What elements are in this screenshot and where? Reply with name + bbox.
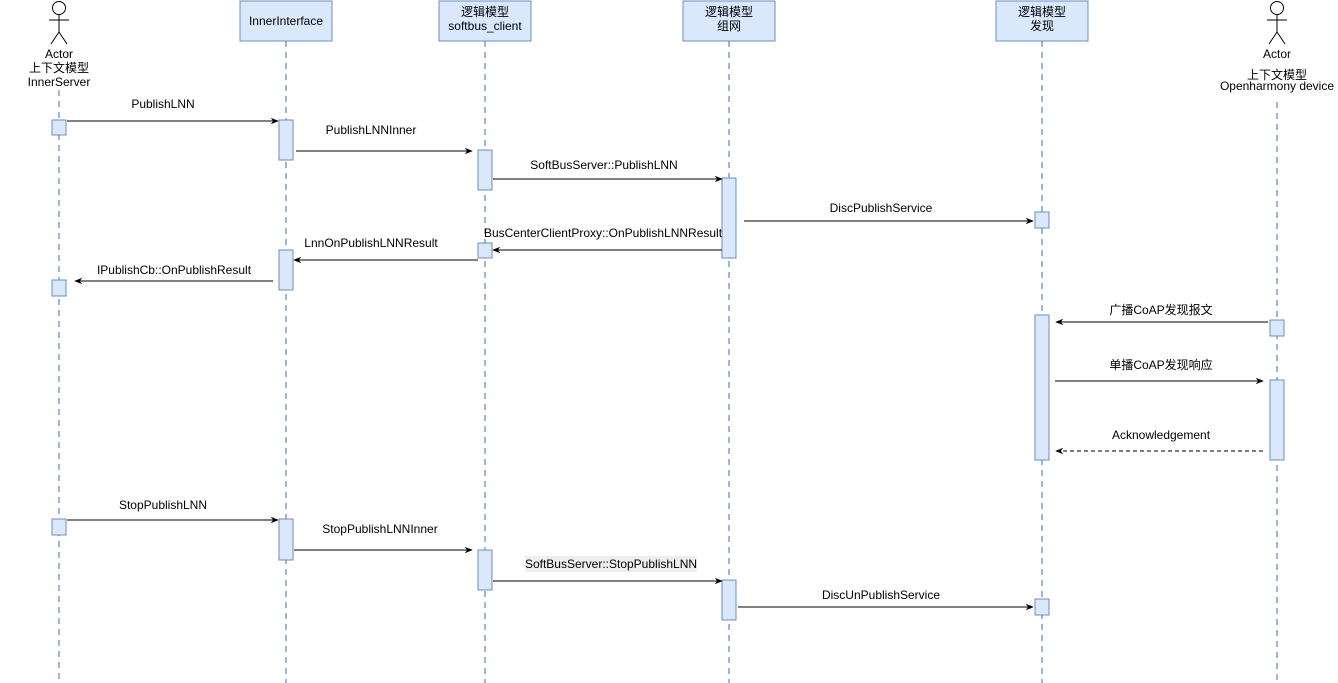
message-label: 单播CoAP发现响应	[1109, 357, 1212, 372]
message-label: LnnOnPublishLNNResult	[304, 236, 438, 250]
activation-bar	[1034, 314, 1050, 461]
message-11[interactable]: StopPublishLNNInner	[294, 522, 473, 554]
activation-bar	[477, 242, 493, 259]
message-9[interactable]: Acknowledgement	[1055, 428, 1263, 455]
participant-box[interactable]	[438, 0, 532, 42]
activation-bar	[278, 249, 294, 291]
message-label: StopPublishLNN	[119, 498, 207, 512]
participant-label: 组网	[717, 19, 741, 33]
message-label: PublishLNNInner	[326, 123, 417, 137]
activation-bar	[477, 549, 493, 591]
message-label: BusCenterClientProxy::OnPublishLNNResult	[484, 226, 723, 240]
participant-label: 逻辑模型	[705, 5, 753, 19]
activation-bar	[721, 579, 737, 621]
activation-bar	[477, 149, 493, 191]
message-label: IPublishCb::OnPublishResult	[97, 263, 252, 277]
activation-bar	[721, 177, 737, 259]
message-3[interactable]: DiscPublishService	[744, 201, 1034, 225]
participant-box[interactable]	[995, 0, 1089, 42]
activation-bar	[51, 518, 67, 536]
message-13[interactable]: DiscUnPublishService	[738, 588, 1034, 611]
label-highlight	[525, 556, 697, 572]
actor-label: 上下文模型	[29, 60, 89, 75]
message-label: Acknowledgement	[1112, 428, 1211, 442]
message-label: PublishLNN	[131, 97, 194, 111]
message-label: DiscUnPublishService	[822, 588, 940, 602]
message-4[interactable]: BusCenterClientProxy::OnPublishLNNResult	[484, 226, 723, 254]
activation-bar	[278, 518, 294, 561]
participant-label: softbus_client	[448, 19, 522, 33]
participant-p_inner[interactable]: InnerInterface	[239, 0, 333, 42]
message-label: SoftBusServer::StopPublishLNN	[525, 557, 697, 571]
actor-label: Actor	[45, 47, 73, 61]
actor-label: Openharmony device	[1220, 79, 1334, 93]
message-7[interactable]: 广播CoAP发现报文	[1055, 302, 1268, 326]
activation-bar	[278, 119, 294, 161]
participant-label: InnerInterface	[249, 14, 323, 28]
participant-box[interactable]	[682, 0, 776, 42]
actor-label: 上下文模型	[1247, 67, 1307, 82]
activation-bar	[51, 279, 67, 297]
activation-bar	[1034, 598, 1050, 616]
activation-bar	[1269, 379, 1285, 461]
message-label: 广播CoAP发现报文	[1109, 302, 1212, 317]
actor-label: InnerServer	[28, 75, 91, 89]
message-12[interactable]: SoftBusServer::StopPublishLNN	[493, 556, 723, 585]
activation-bar	[51, 119, 67, 136]
message-label: SoftBusServer::PublishLNN	[530, 158, 677, 172]
message-0[interactable]: PublishLNN	[67, 97, 279, 125]
message-2[interactable]: SoftBusServer::PublishLNN	[493, 158, 723, 183]
actor-label: Actor	[1263, 47, 1291, 61]
participant-label: 发现	[1030, 18, 1054, 33]
actor-icon	[49, 1, 69, 45]
participant-label: 逻辑模型	[1018, 5, 1066, 19]
message-label: StopPublishLNNInner	[322, 522, 437, 536]
participant-label: 逻辑模型	[461, 5, 509, 19]
activation-bar	[1034, 211, 1050, 229]
message-10[interactable]: StopPublishLNN	[67, 498, 279, 524]
message-1[interactable]: PublishLNNInner	[296, 123, 473, 155]
participant-box[interactable]	[239, 0, 333, 42]
message-label: DiscPublishService	[830, 201, 933, 215]
actor-icon	[1267, 1, 1287, 45]
message-8[interactable]: 单播CoAP发现响应	[1055, 357, 1264, 385]
message-5[interactable]: LnnOnPublishLNNResult	[293, 236, 478, 264]
message-6[interactable]: IPublishCb::OnPublishResult	[74, 263, 273, 285]
activation-bar	[1269, 319, 1285, 337]
